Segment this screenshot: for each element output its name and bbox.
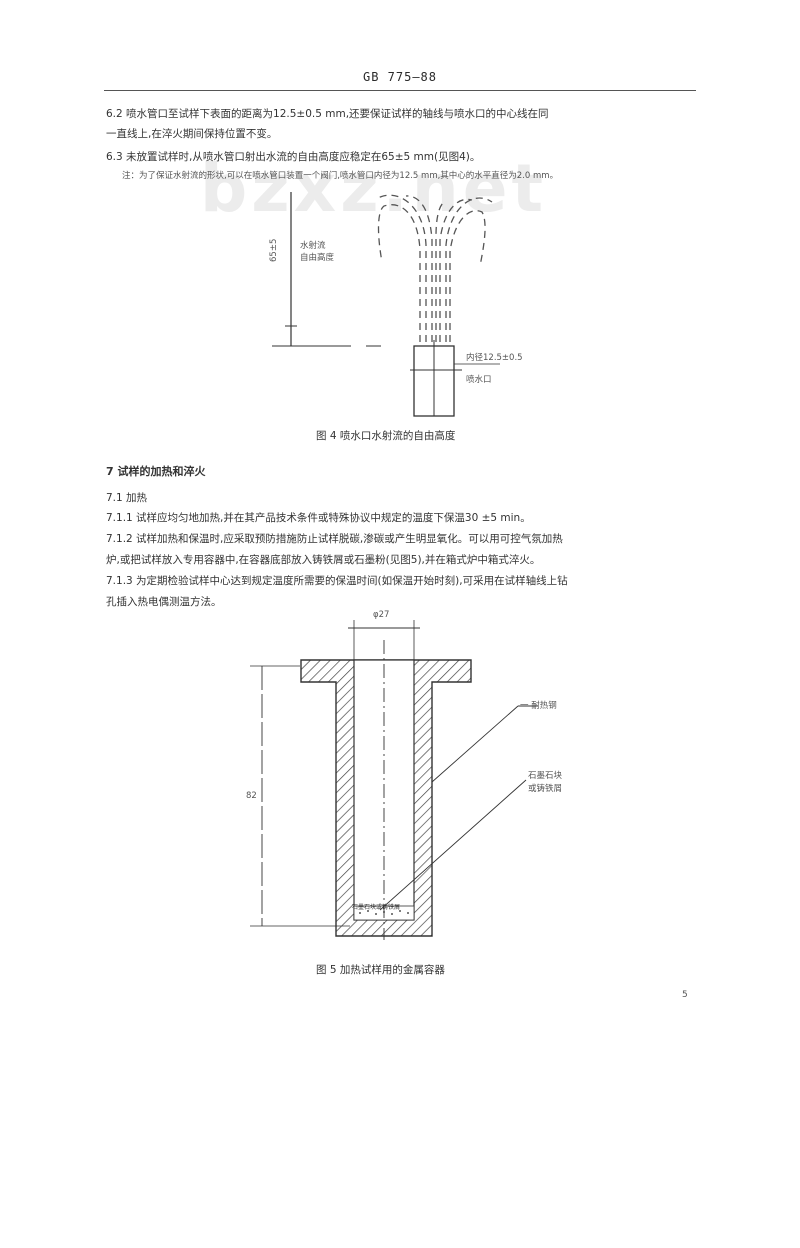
section-7-title: 7 试样的加热和淬火 [106, 465, 206, 478]
para-6-3: 6.3 未放置试样时,从喷水管口射出水流的自由高度应稳定在65±5 mm(见图4… [106, 151, 481, 163]
section-7-1-title: 7.1 加热 [106, 492, 148, 504]
leader-steel [431, 705, 519, 783]
fig4-label-nozzle-diameter: 内径12.5±0.5 [466, 353, 523, 363]
watermark: bzxz.net [200, 150, 548, 227]
para-6-2-line2: 一直线上,在淬火期间保持位置不变。 [106, 128, 278, 140]
para-7-1-2-line1: 7.1.2 试样加热和保温时,应采取预防措施防止试样脱碳,渗碳或产生明显氧化。可… [106, 533, 563, 545]
figure-5-diagram [250, 620, 538, 940]
header-rule [104, 90, 696, 91]
leader-graphite [379, 779, 527, 911]
fig4-label-nozzle: 喷水口 [466, 375, 492, 385]
fig5-label-graphite-2: 或铸铁屑 [528, 784, 563, 794]
para-7-1-3-line1: 7.1.3 为定期检验试样中心达到规定温度所需要的保温时间(如保温开始时刻),可… [106, 575, 568, 587]
para-7-1-2-line2: 炉,或把试样放入专用容器中,在容器底部放入铸铁屑或石墨粉(见图5),并在箱式炉中… [106, 554, 541, 566]
fig5-dim-top: φ27 [373, 610, 390, 620]
note-6-3: 注：为了保证水射流的形状,可以在喷水管口装置一个阀门,喷水管口内径为12.5 m… [122, 171, 559, 181]
water-jet [377, 194, 493, 342]
para-7-1-1: 7.1.1 试样应均匀地加热,并在其产品技术条件或特殊协议中规定的温度下保温30… [106, 512, 531, 524]
page-number: 5 [682, 990, 688, 1000]
graphite-dots [359, 910, 409, 915]
para-6-2-line1: 6.2 喷水管口至试样下表面的距离为12.5±0.5 mm,还要保证试样的轴线与… [106, 108, 549, 120]
figure-4-diagram [272, 192, 500, 417]
fig4-caption: 图 4 喷水口水射流的自由高度 [316, 430, 456, 442]
doc-header: GB 775—88 [362, 70, 438, 84]
fig5-label-bottom: 石墨石块或铸铁屑 [352, 904, 401, 911]
fig5-label-steel: 一 耐热钢 [520, 701, 557, 711]
fig4-label-height: 自由高度 [300, 253, 335, 263]
fig5-caption: 图 5 加热试样用的金属容器 [316, 964, 445, 976]
fig5-dim-side: 82 [246, 791, 257, 801]
fig4-label-jet: 水射流 [300, 241, 326, 251]
fig5-label-graphite-1: 石墨石块 [528, 771, 563, 781]
para-7-1-3-line2: 孔插入热电偶测温方法。 [106, 596, 222, 608]
